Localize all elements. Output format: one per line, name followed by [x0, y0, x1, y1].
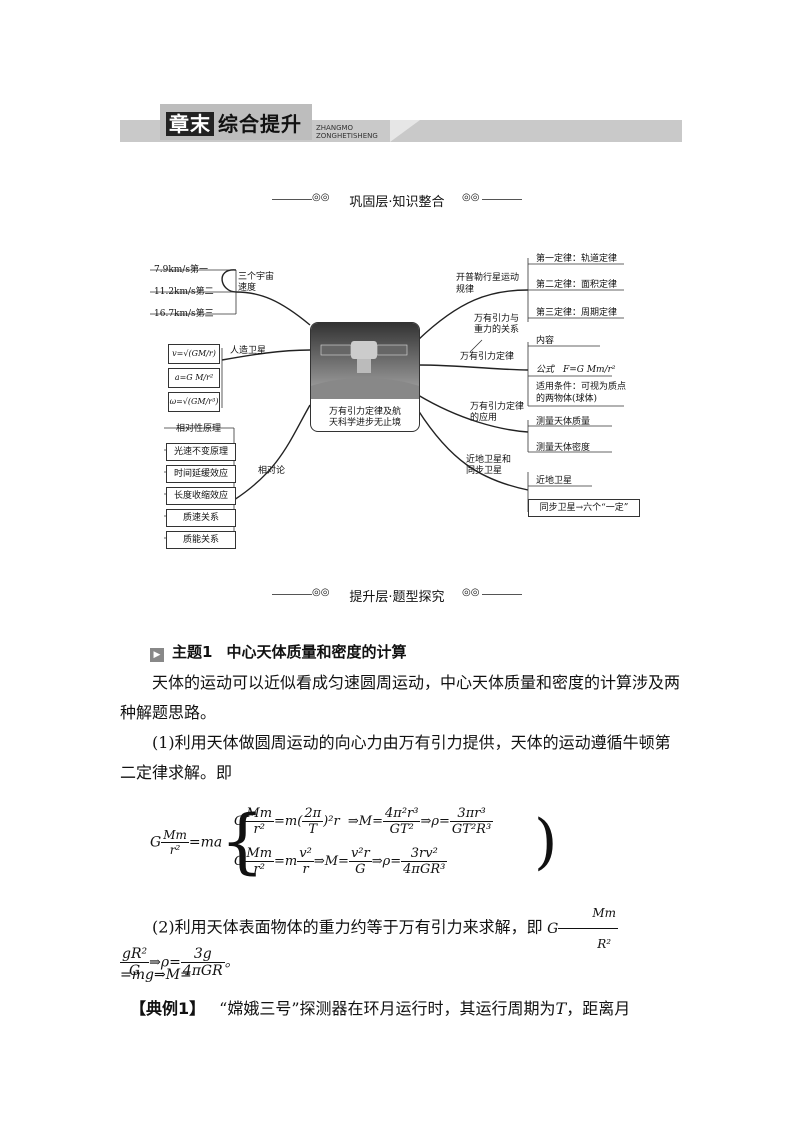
cosmic-speed-item: 7.9km/s第一 — [154, 265, 208, 275]
section1-title: 巩固层·知识整合 — [349, 195, 445, 210]
satellite-formula-a: a=G M/r² — [168, 368, 220, 388]
example-1-tail: ，距离月 — [566, 999, 631, 1018]
law-item-content: 内容 — [536, 336, 555, 346]
example-1: 【典例1】 “嫦娥三号”探测器在环月运行时，其运行周期为T，距离月 — [120, 994, 680, 1024]
section2-ornament-left-icon: ◎◎ — [312, 587, 330, 598]
kepler-item: 第三定律：周期定律 — [536, 308, 618, 318]
satellite-label: 人造卫星 — [230, 346, 267, 356]
section2-rule-left — [272, 594, 312, 595]
topic-heading: ▶ 主题1 中心天体质量和密度的计算 — [150, 641, 406, 662]
application-item: 测量天体密度 — [536, 443, 591, 453]
section1-ornament-left-icon: ◎◎ — [312, 192, 330, 203]
chapter-title: 章末综合提升 — [166, 108, 302, 137]
near-satellite-label: 近地卫星和同步卫星 — [466, 455, 512, 476]
paragraph-method-2-text: (2)利用天体表面物体的重力约等于万有引力来求解，即 — [152, 917, 543, 937]
gravity-relation-label: 万有引力与重力的关系 — [474, 314, 520, 335]
kepler-label: 开普勒行星运动规律 — [456, 273, 520, 295]
relativity-label: 相对论 — [258, 466, 286, 476]
topic-label: 主题1 — [172, 643, 213, 661]
center-caption-line-1: 万有引力定律及航 — [328, 407, 401, 417]
satellite-formula-v: v=√(GM/r) — [168, 344, 220, 364]
kepler-item: 第一定律：轨道定律 — [536, 254, 618, 264]
near-satellite-item: 近地卫星 — [536, 476, 573, 486]
section2-title: 提升层·题型探究 — [349, 590, 445, 605]
center-caption: 万有引力定律及航 天科学进步无止境 — [311, 407, 419, 429]
section1-rule-left — [272, 199, 312, 200]
pinyin-line-1: ZHANGMO — [316, 124, 354, 132]
example-1-text: “嫦娥三号”探测器在环月运行时，其运行周期为 — [219, 999, 556, 1018]
section2-rule-right — [482, 594, 522, 595]
relativity-item: 质能关系 — [166, 531, 236, 549]
pinyin-line-2: ZONGHETISHENG — [316, 132, 378, 140]
relativity-item: 光速不变原理 — [166, 443, 236, 461]
example-1-var: T — [555, 999, 567, 1018]
application-label: 万有引力定律的应用 — [470, 402, 525, 423]
section1-ornament-right-icon: ◎◎ — [462, 192, 480, 203]
cosmic-speed-item: 16.7km/s第三 — [154, 309, 214, 319]
space-station-image — [311, 323, 419, 431]
cosmic-speed-label: 三个宇宙速度 — [238, 272, 275, 293]
law-item-condition: 适用条件：可视为质点的两物体(球体) — [536, 382, 627, 404]
section2-ornament-right-icon: ◎◎ — [462, 587, 480, 598]
relativity-item: 质速关系 — [166, 509, 236, 527]
mindmap-center: 万有引力定律及航 天科学进步无止境 — [310, 322, 420, 432]
header-banner-wedge — [390, 120, 420, 142]
example-1-label: 【典例1】 — [130, 999, 206, 1018]
topic-marker-icon: ▶ — [150, 648, 164, 662]
satellite-formula-omega: ω=√(GM/r³) — [168, 392, 220, 412]
cosmic-speed-item: 11.2km/s第二 — [154, 287, 214, 297]
relativity-item: 时间延缓效应 — [166, 465, 236, 483]
kepler-item: 第二定律：面积定律 — [536, 280, 618, 290]
section1-rule-right — [482, 199, 522, 200]
paragraph-intro: 天体的运动可以近似看成匀速圆周运动，中心天体质量和密度的计算涉及两种解题思路。 — [120, 673, 681, 722]
law-label: 万有引力定律 — [460, 352, 515, 362]
center-caption-line-2: 天科学进步无止境 — [328, 418, 401, 428]
topic-title: 中心天体质量和密度的计算 — [226, 643, 407, 661]
chapter-title-light: 综合提升 — [218, 112, 302, 136]
law-item-formula: 公式 F=G Mm/r² — [536, 365, 616, 375]
application-item: 测量天体质量 — [536, 417, 591, 427]
paragraph-method-1: (1)利用天体做圆周运动的向心力由万有引力提供，天体的运动遵循牛顿第二定律求解。… — [120, 733, 671, 782]
near-satellite-item: 同步卫星→六个“一定” — [528, 499, 640, 517]
relativity-item: 相对性原理 — [176, 424, 222, 434]
chapter-title-dark: 章末 — [166, 112, 214, 136]
relativity-item: 长度收缩效应 — [166, 487, 236, 505]
mindmap-connectors — [150, 258, 640, 539]
